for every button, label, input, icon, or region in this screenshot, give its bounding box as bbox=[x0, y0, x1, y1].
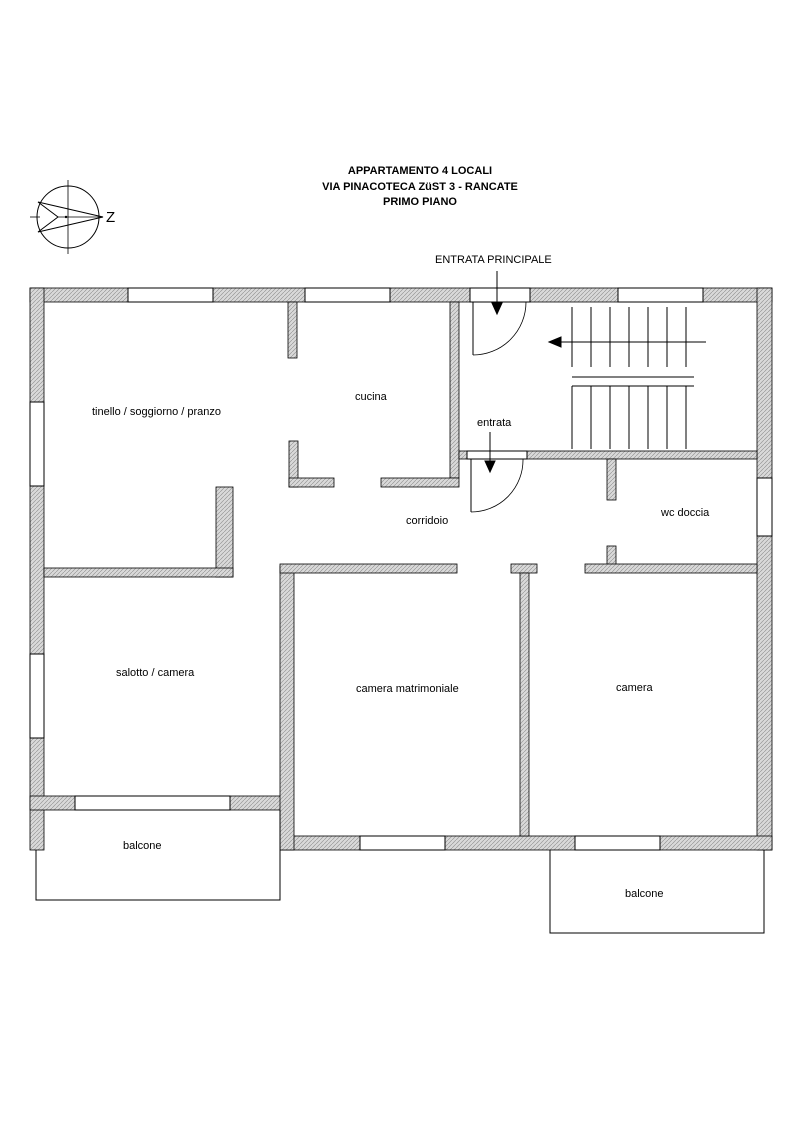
room-wc-doccia: wc doccia bbox=[661, 507, 710, 519]
inner-entrance-door bbox=[466, 450, 528, 513]
plan-title-line-3: PRIMO PIANO bbox=[383, 196, 457, 208]
plan-title-line-1: APPARTAMENTO 4 LOCALI bbox=[347, 165, 493, 177]
label-entrata: entrata bbox=[477, 417, 512, 429]
main-entrance-door bbox=[469, 287, 531, 356]
balconies bbox=[35, 810, 765, 934]
north-arrow-icon bbox=[30, 180, 104, 254]
staircase bbox=[547, 307, 706, 449]
label-entrata-principale: ENTRATA PRINCIPALE bbox=[435, 254, 552, 266]
plan-title-line-2: VIA PINACOTECA ZüST 3 - RANCATE bbox=[322, 181, 518, 193]
compass-label: Z bbox=[106, 209, 115, 226]
balcony-right-label: balcone bbox=[625, 888, 664, 900]
interior-walls bbox=[43, 301, 758, 837]
room-cucina: cucina bbox=[355, 391, 387, 403]
room-camera-matrimoniale: camera matrimoniale bbox=[356, 683, 459, 695]
room-camera: camera bbox=[616, 682, 653, 694]
entrance-arrow-icon bbox=[484, 271, 503, 474]
balcony-left-label: balcone bbox=[123, 840, 162, 852]
room-corridoio: corridoio bbox=[406, 515, 449, 527]
room-salotto-camera: salotto / camera bbox=[116, 667, 195, 679]
room-tinello-soggiorno-pranzo: tinello / soggiorno / pranzo bbox=[92, 406, 222, 418]
windows bbox=[29, 287, 773, 851]
